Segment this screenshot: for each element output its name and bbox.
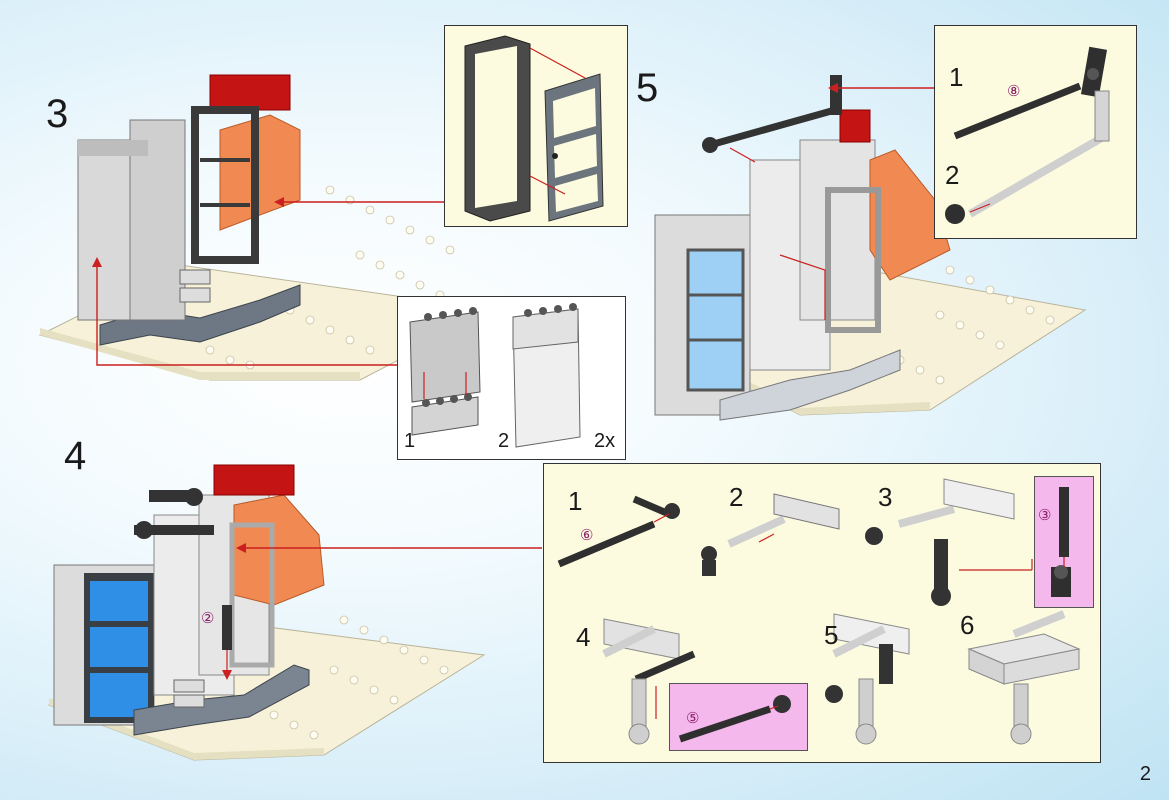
callout-step5-panel: 1 2 ⑧ — [934, 25, 1137, 239]
wall-count: 2x — [594, 430, 616, 452]
door-parts-illustration — [464, 35, 604, 222]
step4-sub-4: 4 — [576, 622, 591, 652]
wall-parts-illustration — [409, 303, 581, 448]
step4-circle-3: ③ — [1038, 507, 1052, 524]
step4-sub-2: 2 — [729, 482, 744, 512]
step-number-3: 3 — [46, 92, 69, 136]
step5-parts-illustration — [945, 46, 1110, 224]
page-number: 2 — [1139, 763, 1151, 785]
step4-pink-inset-5 — [669, 683, 808, 751]
wall-sub-2: 2 — [498, 430, 510, 452]
wall-sub-1: 1 — [404, 430, 416, 452]
step4-pink-inset-3 — [1034, 476, 1094, 608]
door-to-model-arrow — [274, 197, 444, 207]
step4-circle-2: ② — [201, 610, 215, 627]
step4-parts-illustration — [557, 478, 1081, 745]
step4-sub-6: 6 — [960, 610, 975, 640]
step4-circle-5: ⑤ — [686, 710, 700, 727]
step5-sub-2: 2 — [945, 160, 960, 190]
callout-step4-panel: 1 2 3 4 5 6 ⑥ ③ ⑤ — [543, 463, 1101, 763]
step4-sub-1: 1 — [568, 486, 583, 516]
step5-circle-8: ⑧ — [1007, 83, 1021, 100]
step-number-5: 5 — [636, 66, 659, 110]
step5-model — [653, 75, 1087, 421]
step-number-4: 4 — [64, 434, 87, 478]
step4-callout-arrow — [236, 543, 542, 553]
wall-to-model-arrow — [92, 257, 397, 366]
step4-model — [47, 464, 486, 761]
step3-model — [38, 74, 497, 381]
inset3-part — [1051, 487, 1071, 597]
step4-circle-6: ⑥ — [580, 527, 594, 544]
inset5-part — [678, 695, 791, 743]
step5-callout-arrow — [828, 83, 934, 93]
callout-door-panel — [444, 25, 628, 227]
step4-sub-3: 3 — [878, 482, 893, 512]
step5-sub-1: 1 — [949, 62, 964, 92]
callout-wall-panel: 1 2 2x — [397, 296, 626, 460]
step4-sub-5: 5 — [824, 620, 839, 650]
